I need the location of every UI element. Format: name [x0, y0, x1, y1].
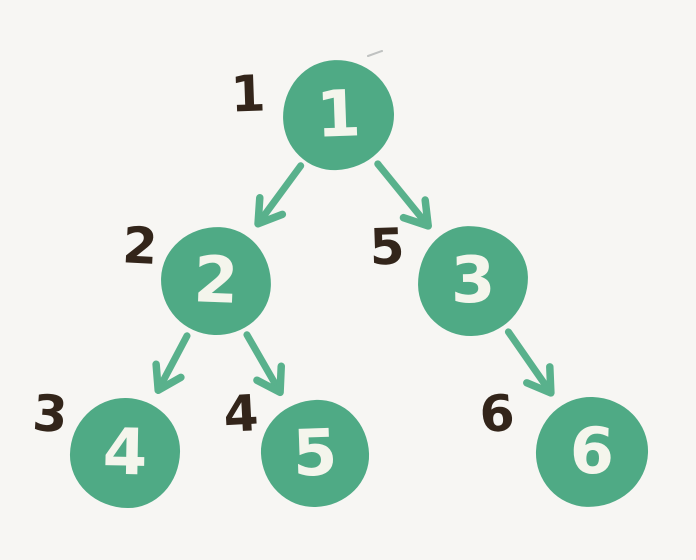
tree-edge-1-2	[254, 162, 305, 228]
node-value: 6	[568, 414, 616, 490]
tree-node-5: 5	[259, 398, 371, 509]
order-label-node-1: 1	[229, 64, 267, 124]
order-label-node-2: 2	[121, 216, 159, 276]
tree-node-4: 4	[69, 397, 181, 509]
node-value: 1	[314, 77, 363, 153]
order-label-node-5: 4	[222, 384, 260, 444]
tree-node-3: 3	[417, 225, 529, 337]
node-value: 2	[192, 243, 240, 319]
tree-edge-3-6	[504, 328, 555, 397]
tree-node-1: 1	[281, 58, 396, 172]
stray-pencil-mark	[367, 50, 383, 57]
tree-edge-2-4	[152, 332, 191, 394]
tree-node-6: 6	[534, 395, 650, 509]
order-label-node-6: 6	[477, 383, 517, 445]
node-value: 5	[291, 415, 339, 492]
tree-node-2: 2	[159, 225, 273, 337]
order-label-node-3: 5	[368, 217, 406, 277]
node-value: 3	[450, 243, 496, 319]
node-value: 4	[102, 415, 148, 491]
order-label-node-4: 3	[30, 383, 70, 445]
